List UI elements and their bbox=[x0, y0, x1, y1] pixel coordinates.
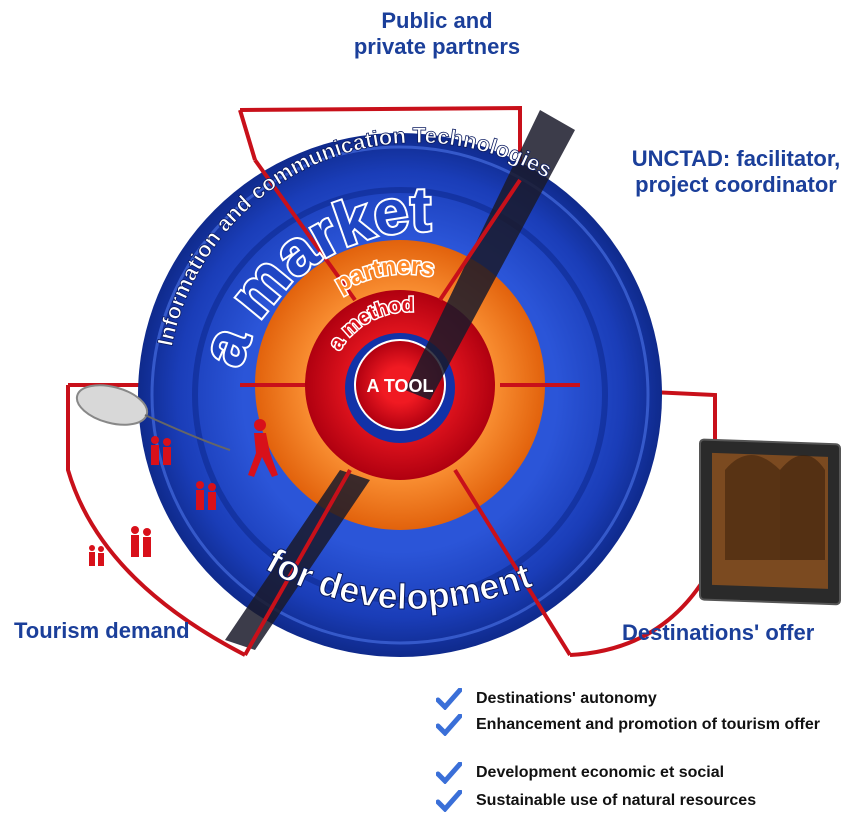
monitor-icon bbox=[699, 438, 841, 606]
benefit-text: Sustainable use of natural resources bbox=[476, 792, 757, 809]
partners-label-line2: private partners bbox=[353, 34, 521, 59]
checkmark-icon bbox=[436, 790, 462, 812]
unctad-label: UNCTAD: facilitator, project coordinator bbox=[612, 146, 860, 198]
partners-label: Public and private partners bbox=[0, 8, 860, 60]
divider-lines bbox=[240, 158, 580, 657]
benefit-item: Sustainable use of natural resources bbox=[436, 790, 856, 812]
benefits-list: Destinations' autonomy Enhancement and p… bbox=[436, 688, 856, 813]
benefit-item: Development economic et social bbox=[436, 762, 856, 788]
walker-icon bbox=[248, 419, 278, 477]
unctad-label-line2: project coordinator bbox=[635, 172, 837, 197]
family-icon bbox=[196, 481, 216, 510]
computer-mouse-icon bbox=[75, 384, 231, 451]
family-icon bbox=[151, 436, 171, 465]
benefit-item: Destinations' autonomy bbox=[436, 688, 856, 712]
family-icon bbox=[89, 545, 104, 566]
tourism-demand-label: Tourism demand bbox=[14, 618, 190, 643]
benefit-text: Development economic et social bbox=[476, 764, 725, 781]
tool-text: A TOOL bbox=[367, 376, 434, 396]
unctad-label-line1: UNCTAD: facilitator, bbox=[631, 146, 841, 171]
checkmark-icon bbox=[436, 688, 462, 710]
checkmark-icon bbox=[436, 762, 462, 784]
family-icon bbox=[131, 526, 151, 557]
partners-label-line1: Public and bbox=[381, 8, 493, 33]
checkmark-icon bbox=[436, 714, 462, 736]
tourist-people-icons bbox=[89, 419, 278, 566]
benefit-text: Destinations' autonomy bbox=[476, 690, 657, 707]
destinations-offer-label: Destinations' offer bbox=[622, 620, 815, 645]
benefit-text: Enhancement and promotion of tourism off… bbox=[476, 716, 821, 733]
benefit-item: Enhancement and promotion of tourism off… bbox=[436, 714, 856, 760]
